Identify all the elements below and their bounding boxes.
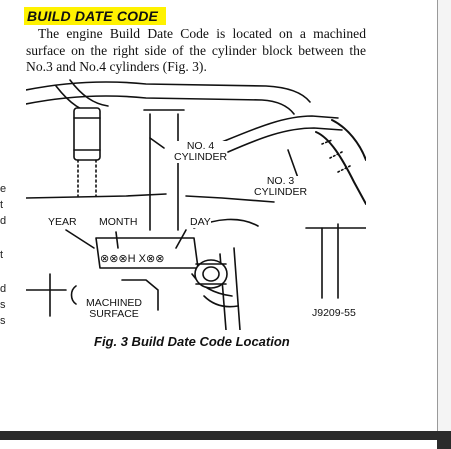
no3-cylinder-label: NO. 3 CYLINDER [254,175,308,198]
fragment-char: t [0,249,4,261]
body-paragraph: The engine Build Date Code is located on… [26,26,366,74]
fragment-char: d [0,283,7,295]
no3-label-line2: CYLINDER [254,186,308,198]
no3-label-line1: NO. 3 [266,175,295,187]
year-label: YEAR [48,216,77,228]
engine-figure: NO. 4 CYLINDER NO. 3 CYLINDER YEAR MONTH… [25,78,367,331]
figure-id: J9209-55 [312,307,356,319]
no4-label-line1: NO. 4 [186,140,215,152]
fragment-char: s [0,299,6,311]
date-code-stamp: ⊗⊗⊗H X⊗⊗ [100,253,165,265]
machined-label-line2: SURFACE [89,308,139,320]
month-label: MONTH [99,216,138,228]
no4-cylinder-label: NO. 4 CYLINDER [174,140,228,163]
page-edge [437,0,451,431]
figure-caption: Fig. 3 Build Date Code Location [94,334,290,349]
day-label: DAY [190,216,211,228]
fragment-char: d [0,215,7,227]
document-page: BUILD DATE CODE The engine Build Date Co… [20,0,438,431]
machined-surface-label: MACHINED SURFACE [86,297,143,320]
fragment-char: e [0,183,7,195]
next-page-strip [0,440,437,449]
machined-label-line1: MACHINED [86,297,143,309]
fragment-char: t [0,199,4,211]
previous-column-fragment: e t d t d s s [0,0,20,431]
section-heading: BUILD DATE CODE [24,7,167,25]
no4-label-line2: CYLINDER [174,151,228,163]
fragment-char: s [0,315,6,327]
engine-illustration [25,79,367,331]
